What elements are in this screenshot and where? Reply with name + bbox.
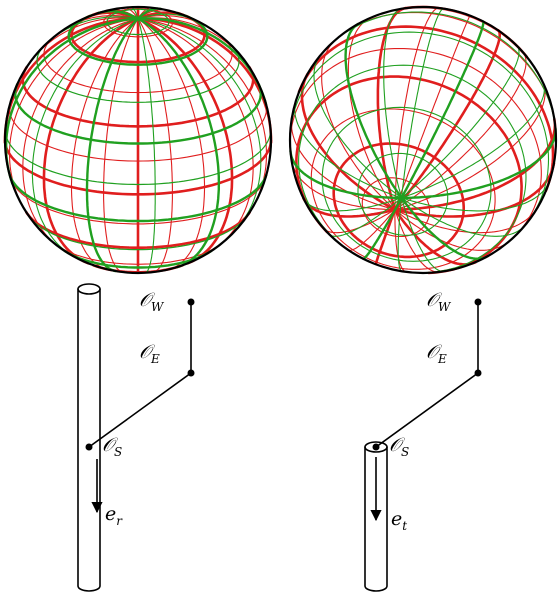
right-label-e-t: et	[391, 508, 407, 533]
meridian-line-green	[328, 197, 402, 237]
left-cylinder	[77, 283, 101, 592]
right-point-e	[474, 369, 482, 377]
sphere-outline	[3, 5, 273, 275]
parallel-line-green	[321, 106, 492, 262]
meridian-line-green	[137, 18, 156, 274]
meridian-line	[42, 17, 139, 265]
parallel-line	[24, 211, 252, 249]
right-label-s: 𝒪S	[389, 434, 409, 459]
meridian-line-green	[400, 20, 485, 199]
meridian-line	[70, 18, 139, 271]
left-label-w: 𝒪W	[139, 289, 165, 314]
left-point-s	[85, 443, 93, 451]
parallel-line-green	[8, 174, 268, 223]
meridian-line	[321, 38, 396, 210]
meridian-line-green	[294, 100, 402, 199]
meridian-line-green	[401, 8, 445, 198]
parallel-line	[3, 139, 273, 196]
meridian-line	[22, 18, 139, 251]
right-frame-lines	[375, 302, 479, 448]
meridian-line	[137, 17, 234, 265]
right-label-e: 𝒪E	[426, 341, 447, 366]
parallel-line-green	[298, 64, 527, 274]
parallel-line	[9, 177, 267, 225]
sphere-right	[288, 5, 558, 275]
meridian-line-green	[85, 17, 139, 273]
meridian-line-green	[400, 197, 489, 260]
meridian-line	[347, 209, 396, 251]
meridian-line	[393, 28, 501, 211]
left-point-w	[187, 298, 195, 306]
meridian-line	[290, 115, 396, 211]
sphere-outline	[288, 5, 558, 275]
left-point-e	[187, 369, 195, 377]
parallel-line-green	[63, 249, 213, 269]
meridian-line	[8, 18, 139, 216]
meridian-line	[394, 15, 471, 210]
meridian-line	[137, 18, 268, 216]
parallel-line-green	[106, 8, 170, 36]
meridian-line-green	[383, 8, 403, 199]
parallel-line	[52, 241, 224, 265]
meridian-line-green	[401, 179, 551, 212]
meridian-line	[394, 206, 539, 234]
meridian-line	[137, 18, 173, 273]
right-label-w: 𝒪W	[426, 289, 452, 314]
meridian-line-green	[137, 18, 262, 238]
meridian-line-green	[137, 17, 221, 269]
parallel-line	[310, 108, 496, 270]
parallel-line	[361, 177, 431, 238]
meridian-line	[103, 18, 139, 273]
meridian-line-green	[397, 197, 403, 272]
meridian-line	[137, 18, 254, 251]
parallel-line	[103, 8, 173, 38]
left-label-s: 𝒪S	[102, 434, 122, 459]
right-cylinder	[364, 441, 388, 592]
parallel-line	[332, 142, 465, 259]
meridian-line-green	[401, 45, 520, 199]
meridian-line-green	[313, 54, 402, 199]
left-label-e-r: er	[105, 503, 123, 528]
left-frame-lines	[88, 302, 192, 448]
sphere-left	[3, 5, 273, 275]
right-point-s	[372, 443, 380, 451]
meridian-line-green	[344, 22, 403, 199]
meridian-line-green	[31, 18, 139, 259]
left-label-e: 𝒪E	[139, 341, 160, 366]
meridian-line	[300, 72, 396, 211]
meridian-line-green	[401, 127, 557, 200]
meridian-line	[137, 18, 206, 271]
meridian-line	[394, 7, 440, 210]
parallel-line-green	[28, 215, 248, 251]
meridian-line-green	[362, 197, 403, 260]
meridian-line-green	[401, 197, 526, 237]
right-point-w	[474, 298, 482, 306]
meridian-line-green	[401, 197, 445, 272]
meridian-line-green	[401, 81, 545, 199]
parallel-line-green	[357, 152, 449, 236]
